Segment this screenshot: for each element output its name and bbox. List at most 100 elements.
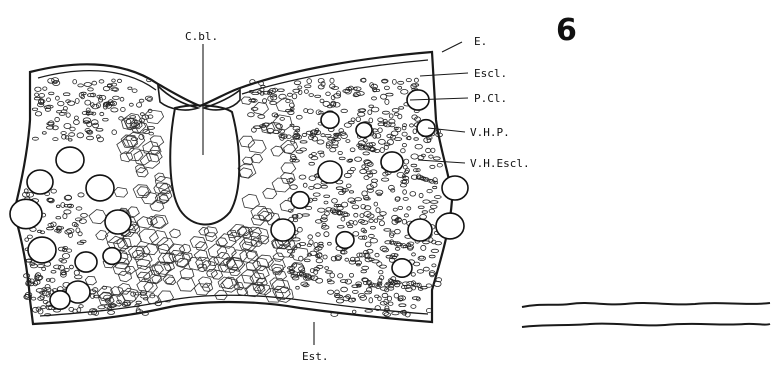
sclerenchyma-cell xyxy=(364,176,369,180)
vessel-cell xyxy=(436,213,464,239)
parenchyma-cell xyxy=(194,284,210,295)
sclerenchyma-cell xyxy=(119,117,124,120)
sclerenchyma-cell xyxy=(437,163,442,167)
label-p-cl: P.Cl. xyxy=(474,92,507,105)
sclerenchyma-cell xyxy=(380,287,387,291)
sclerenchyma-cell xyxy=(56,96,60,100)
sclerenchyma-cell xyxy=(296,115,302,119)
sclerenchyma-cell xyxy=(66,113,70,117)
sclerenchyma-cell xyxy=(326,92,331,96)
parenchyma-cell xyxy=(139,229,158,244)
sclerenchyma-cell xyxy=(293,238,301,241)
parenchyma-cell xyxy=(117,291,136,306)
sclerenchyma-cell xyxy=(25,238,29,241)
sclerenchyma-cell xyxy=(303,183,307,187)
sclerenchyma-cell xyxy=(293,126,300,130)
sclerenchyma-cell xyxy=(398,81,404,84)
sclerenchyma-cell xyxy=(345,279,351,284)
sclerenchyma-cell xyxy=(311,153,316,156)
sclerenchyma-cell xyxy=(55,117,60,121)
sclerenchyma-cell xyxy=(325,212,330,216)
sclerenchyma-cell xyxy=(40,292,45,294)
vessel-cell xyxy=(271,219,295,241)
sclerenchyma-cell xyxy=(380,212,387,216)
vessel-cell xyxy=(86,175,114,201)
sclerenchyma-cell xyxy=(92,81,97,85)
sclerenchyma-cell xyxy=(69,265,73,269)
sclerenchyma-cell xyxy=(318,208,325,212)
sclerenchyma-cell xyxy=(369,105,374,107)
sclerenchyma-cell xyxy=(353,221,357,225)
sclerenchyma-cell xyxy=(404,159,409,164)
vessel-cell xyxy=(318,161,342,183)
sclerenchyma-cell xyxy=(376,208,380,213)
sclerenchyma-cell xyxy=(99,80,104,83)
vessel-cell xyxy=(356,123,372,138)
vessel-cell xyxy=(75,252,97,272)
sclerenchyma-cell xyxy=(412,253,416,256)
sclerenchyma-cell xyxy=(415,144,422,149)
sclerenchyma-cell xyxy=(88,88,94,91)
sclerenchyma-cell xyxy=(370,238,377,243)
sclerenchyma-cell xyxy=(321,134,325,137)
sclerenchyma-cell xyxy=(414,78,418,82)
parenchyma-cell xyxy=(281,163,296,174)
sclerenchyma-cell xyxy=(406,79,411,82)
sclerenchyma-cell xyxy=(388,302,393,305)
sclerenchyma-cell xyxy=(379,271,383,274)
sclerenchyma-cell xyxy=(393,79,397,84)
sclerenchyma-cell xyxy=(424,267,430,271)
sclerenchyma-cell xyxy=(418,206,424,209)
sclerenchyma-cell xyxy=(382,293,388,297)
leader-e xyxy=(442,42,462,52)
sclerenchyma-cell xyxy=(429,155,433,158)
parenchyma-cell xyxy=(241,97,251,105)
sclerenchyma-cell xyxy=(330,273,335,278)
parenchyma-tissue xyxy=(85,97,308,306)
vessel-cell xyxy=(291,192,309,209)
sclerenchyma-cell xyxy=(252,92,259,94)
parenchyma-cell xyxy=(118,271,131,282)
sclerenchyma-cell xyxy=(387,296,391,301)
sclerenchyma-cell xyxy=(292,94,297,99)
sclerenchyma-cell xyxy=(338,151,342,154)
sclerenchyma-cell xyxy=(35,87,41,91)
sclerenchyma-cell xyxy=(431,148,435,152)
sclerenchyma-cell xyxy=(139,99,144,102)
sclerenchyma-cell xyxy=(316,233,321,237)
sclerenchyma-cell xyxy=(75,275,83,279)
sclerenchyma-cell xyxy=(353,232,359,237)
sclerenchyma-cell xyxy=(58,101,64,105)
sclerenchyma-cell xyxy=(410,192,416,197)
sclerenchyma-cell xyxy=(136,301,141,304)
sclerenchyma-cell xyxy=(355,157,362,161)
sclerenchyma-cell xyxy=(112,79,116,82)
label-e: E. xyxy=(474,35,487,48)
sclerenchyma-cell xyxy=(68,101,75,105)
sclerenchyma-cell xyxy=(369,118,373,123)
sclerenchyma-cell xyxy=(380,148,384,153)
parenchyma-cell xyxy=(143,244,158,255)
sclerenchyma-cell xyxy=(401,149,406,153)
sclerenchyma-cell xyxy=(369,234,375,237)
vessel-cell xyxy=(10,199,42,228)
sclerenchyma-cell xyxy=(356,117,360,122)
parenchyma-cell xyxy=(218,264,228,272)
vessel-cell xyxy=(392,259,412,277)
sclerenchyma-cell xyxy=(434,281,441,286)
sclerenchyma-cell xyxy=(308,235,313,239)
sclerenchyma-cell xyxy=(324,195,330,198)
sclerenchyma-cell xyxy=(121,107,126,111)
sclerenchyma-cell xyxy=(374,219,378,223)
sclerenchyma-cell xyxy=(85,100,91,105)
sclerenchyma-cell xyxy=(323,101,330,106)
sclerenchyma-cell xyxy=(328,242,332,245)
sclerenchyma-cell xyxy=(111,108,118,112)
sclerenchyma-cell xyxy=(405,170,409,174)
sclerenchyma-cell xyxy=(77,308,81,312)
sclerenchyma-cell xyxy=(398,86,402,89)
sclerenchyma-cell xyxy=(434,196,441,199)
parenchyma-cell xyxy=(251,154,263,163)
sclerenchyma-cell xyxy=(111,88,117,91)
vessel-cell xyxy=(381,152,403,172)
